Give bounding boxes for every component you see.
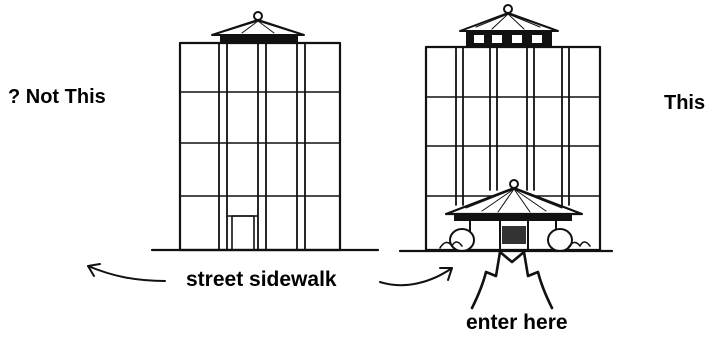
sidewalk-left-arrow [88, 264, 165, 281]
left-building [152, 12, 378, 250]
street-sidewalk-label: street sidewalk [186, 268, 337, 292]
left-rooftop-pavilion [212, 12, 304, 42]
not-this-label: ? Not This [8, 86, 106, 109]
this-label: This [664, 92, 705, 115]
right-rooftop-pavilion [460, 5, 558, 46]
sidewalk-right-arrow [380, 268, 452, 285]
right-building [400, 5, 612, 251]
enter-here-label: enter here [466, 311, 568, 335]
enter-here-arrow [472, 252, 552, 308]
